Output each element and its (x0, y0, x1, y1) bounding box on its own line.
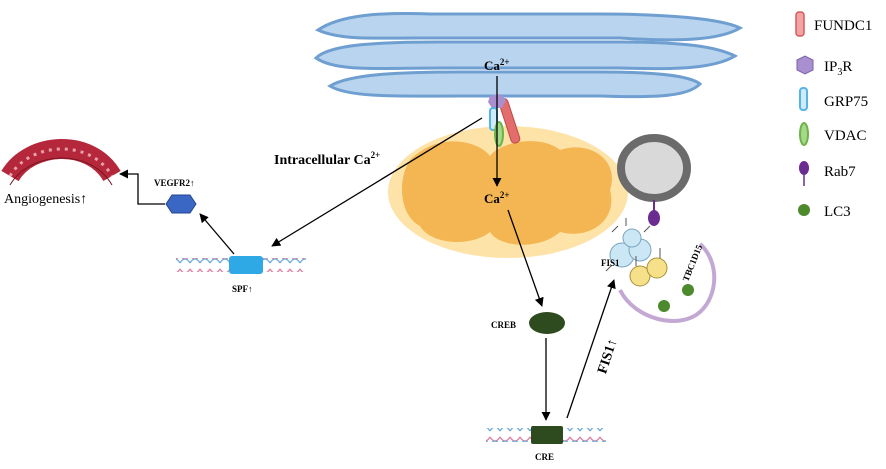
legend-ip3r-label: IP3R (824, 59, 852, 78)
grp75-icon (799, 87, 808, 111)
fundc1-icon (795, 11, 805, 37)
fis1-tbc1d15-complex (605, 218, 668, 287)
tbc1d15-label: TBC1D15 (681, 243, 705, 283)
vdac-icon (799, 122, 809, 146)
creb-label: CREB (491, 320, 516, 330)
blood-vessel-icon (1, 139, 121, 186)
intracellular-ca-label: Intracellular Ca2+ (274, 150, 380, 168)
mitochondrion (388, 126, 628, 258)
arrow-ca-to-creb (507, 209, 544, 307)
arrow-spf-to-vegfr2 (199, 213, 235, 255)
cre-label: CRE (535, 452, 554, 462)
fis1-label: FIS1 (601, 258, 620, 268)
vegfr2-label: VEGFR2↑ (154, 178, 195, 188)
legend-vdac-label: VDAC (824, 128, 867, 144)
ca-er-label: Ca2+ (484, 57, 510, 73)
creb-icon (529, 312, 565, 334)
mam-tether (488, 94, 521, 147)
ca-mito-label: Ca2+ (484, 190, 510, 206)
lysosome-icon (617, 134, 691, 202)
lc3-dot-icon (658, 300, 670, 312)
legend-rab7-label: Rab7 (824, 164, 856, 180)
arrow-cre-to-fis1 (566, 279, 616, 419)
legend: FUNDC1 IP3R GRP75 VDAC Rab7 LC3 (795, 11, 872, 220)
vdac-icon (494, 121, 504, 147)
rab7-on-lysosome-icon (648, 210, 660, 226)
arrow-vegfr2-to-angiogenesis (119, 169, 165, 205)
rab7-icon (799, 161, 809, 175)
legend-fundc1-label: FUNDC1 (814, 18, 872, 34)
vegfr2-icon (165, 194, 197, 214)
arrow-ca-to-spf (271, 117, 483, 247)
fis1-up-label: FIS1↑ (595, 337, 620, 376)
legend-lc3-label: LC3 (824, 204, 851, 220)
legend-grp75-label: GRP75 (824, 94, 868, 110)
spf-gene-box (229, 256, 263, 274)
lc3-dot-icon (682, 284, 694, 296)
endoplasmic-reticulum (313, 11, 744, 99)
ip3r-icon (796, 55, 814, 75)
phagophore-icon (618, 242, 717, 323)
cre-gene-box (531, 426, 563, 444)
angiogenesis-label: Angiogenesis↑ (4, 192, 87, 207)
spf-label: SPF↑ (232, 284, 253, 294)
lc3-icon (798, 204, 810, 216)
